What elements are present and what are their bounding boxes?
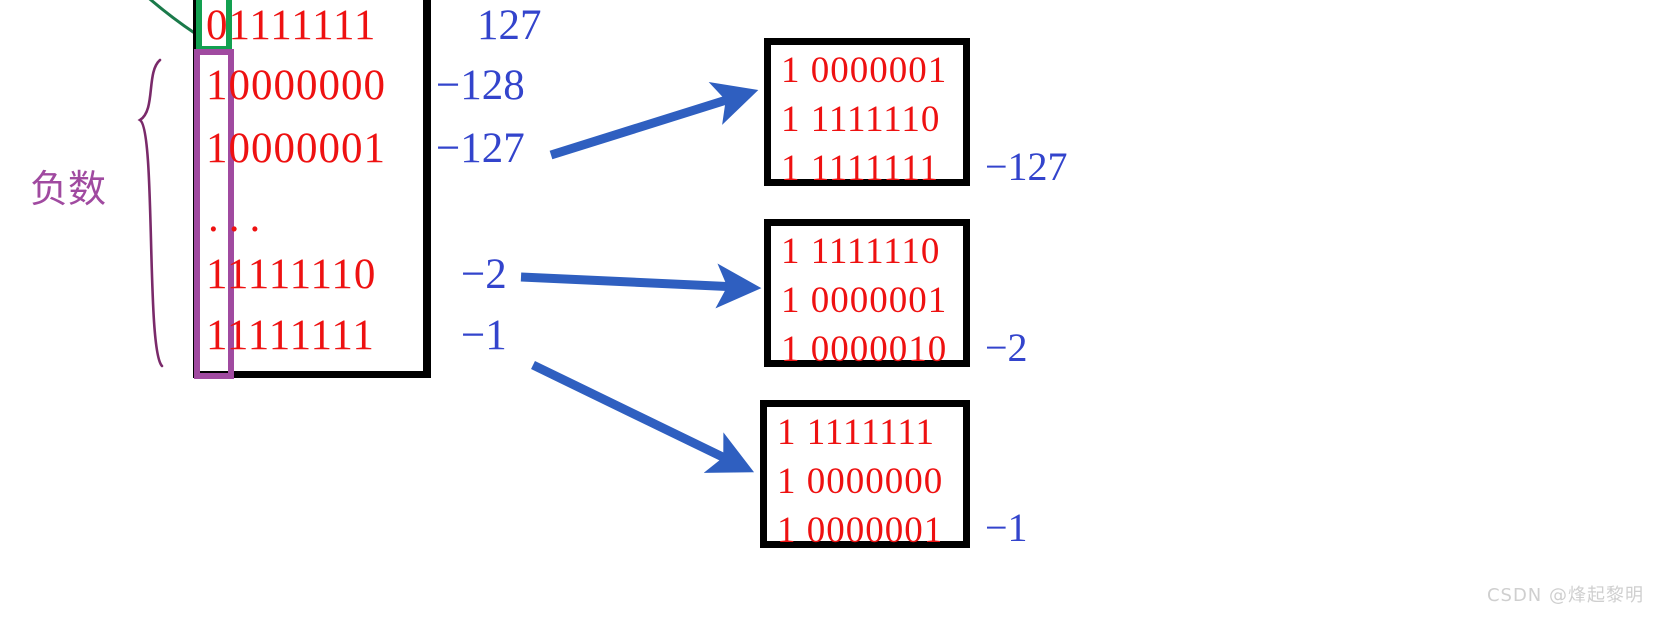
left-row-decimal-2: −127 — [436, 125, 525, 172]
result-box-2: 1 1111110 1 0000001 1 0000010 — [764, 219, 970, 368]
result-box-1-line-2: 1 1111111 — [781, 148, 940, 189]
left-row-bits-5: 11111111 — [206, 312, 375, 359]
negative-numbers-label: 负数 — [30, 167, 107, 211]
left-row-bits-1: 10000000 — [206, 62, 386, 109]
result-box-1-decimal: −127 — [985, 144, 1068, 189]
left-row-decimal-1: −128 — [436, 62, 525, 109]
csdn-watermark: CSDN @烽起黎明 — [1486, 585, 1644, 606]
arrow-to-result-box-3 — [531, 360, 755, 473]
result-box-2-line-2: 1 0000010 — [781, 329, 948, 370]
result-box-2-decimal: −2 — [985, 325, 1028, 370]
pointer-line-positive-sign — [148, 0, 197, 36]
result-box-1-line-0: 1 0000001 — [781, 50, 948, 91]
result-box-2-lines: 1 1111110 1 0000001 1 0000010 — [771, 226, 963, 376]
left-row-bits-2: 10000001 — [206, 125, 386, 172]
arrow-to-result-box-1 — [549, 81, 759, 160]
result-box-1-lines: 1 0000001 1 1111110 1 1111111 — [771, 45, 963, 195]
result-box-3-line-0: 1 1111111 — [777, 412, 936, 453]
negative-group-brace — [137, 58, 164, 368]
result-box-2-line-1: 1 0000001 — [781, 280, 948, 321]
negative-sign-bit-highlight — [194, 49, 234, 379]
result-box-3-line-2: 1 0000001 — [777, 510, 944, 551]
left-row-bits-ellipsis: ... — [208, 194, 271, 241]
result-box-1-line-1: 1 1111110 — [781, 99, 941, 140]
left-row-decimal-5: −1 — [461, 312, 507, 359]
result-box-2-line-0: 1 1111110 — [781, 231, 941, 272]
result-box-3-decimal: −1 — [985, 505, 1028, 550]
left-row-decimal-0: 127 — [477, 2, 542, 49]
result-box-3-line-1: 1 0000000 — [777, 461, 944, 502]
left-row-bits-4: 11111110 — [206, 251, 377, 298]
left-row-bits-0: 01111111 — [206, 2, 377, 49]
left-row-decimal-4: −2 — [461, 251, 507, 298]
arrow-to-result-box-2 — [520, 263, 762, 309]
result-box-3: 1 1111111 1 0000000 1 0000001 — [760, 400, 970, 549]
result-box-1: 1 0000001 1 1111110 1 1111111 — [764, 38, 970, 187]
result-box-3-lines: 1 1111111 1 0000000 1 0000001 — [767, 407, 963, 557]
